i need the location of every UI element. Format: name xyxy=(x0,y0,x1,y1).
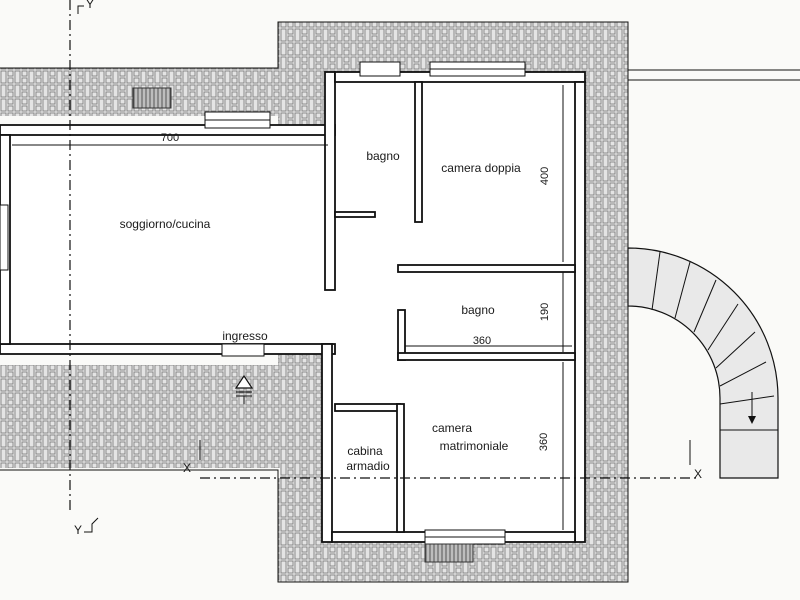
room-label-matrimoniale: matrimoniale xyxy=(440,439,509,453)
room-label-soggiorno: soggiorno/cucina xyxy=(120,217,211,231)
section-marker-x-right: X xyxy=(694,467,702,481)
room-label-bagno-mid: bagno xyxy=(461,303,495,317)
drain-grates xyxy=(132,87,474,563)
section-lines xyxy=(69,0,700,533)
dim-label-camera-doppia-height: 400 xyxy=(539,167,551,185)
entrance-marker xyxy=(234,374,254,404)
dim-label-soggiorno-width: 700 xyxy=(161,132,179,144)
section-marker-x-left: X xyxy=(183,461,191,475)
building-floor xyxy=(0,72,585,542)
dim-label-bagno-width: 360 xyxy=(473,335,491,347)
room-label-cabina: cabina xyxy=(347,444,383,458)
dimension-lines xyxy=(12,85,572,530)
dim-label-bagno-height: 190 xyxy=(539,303,551,321)
dim-label-camera-matr-height: 360 xyxy=(538,433,550,451)
curved-staircase xyxy=(627,247,779,479)
room-label-camera-doppia: camera doppia xyxy=(441,161,521,175)
windows xyxy=(0,61,526,545)
room-label-armadio: armadio xyxy=(346,459,390,473)
section-marker-y-bottom: Y xyxy=(74,523,82,537)
room-label-camera: camera xyxy=(432,421,472,435)
room-label-bagno-top: bagno xyxy=(366,149,400,163)
room-label-ingresso: ingresso xyxy=(222,329,268,343)
section-marker-y-top: Y xyxy=(86,0,94,11)
